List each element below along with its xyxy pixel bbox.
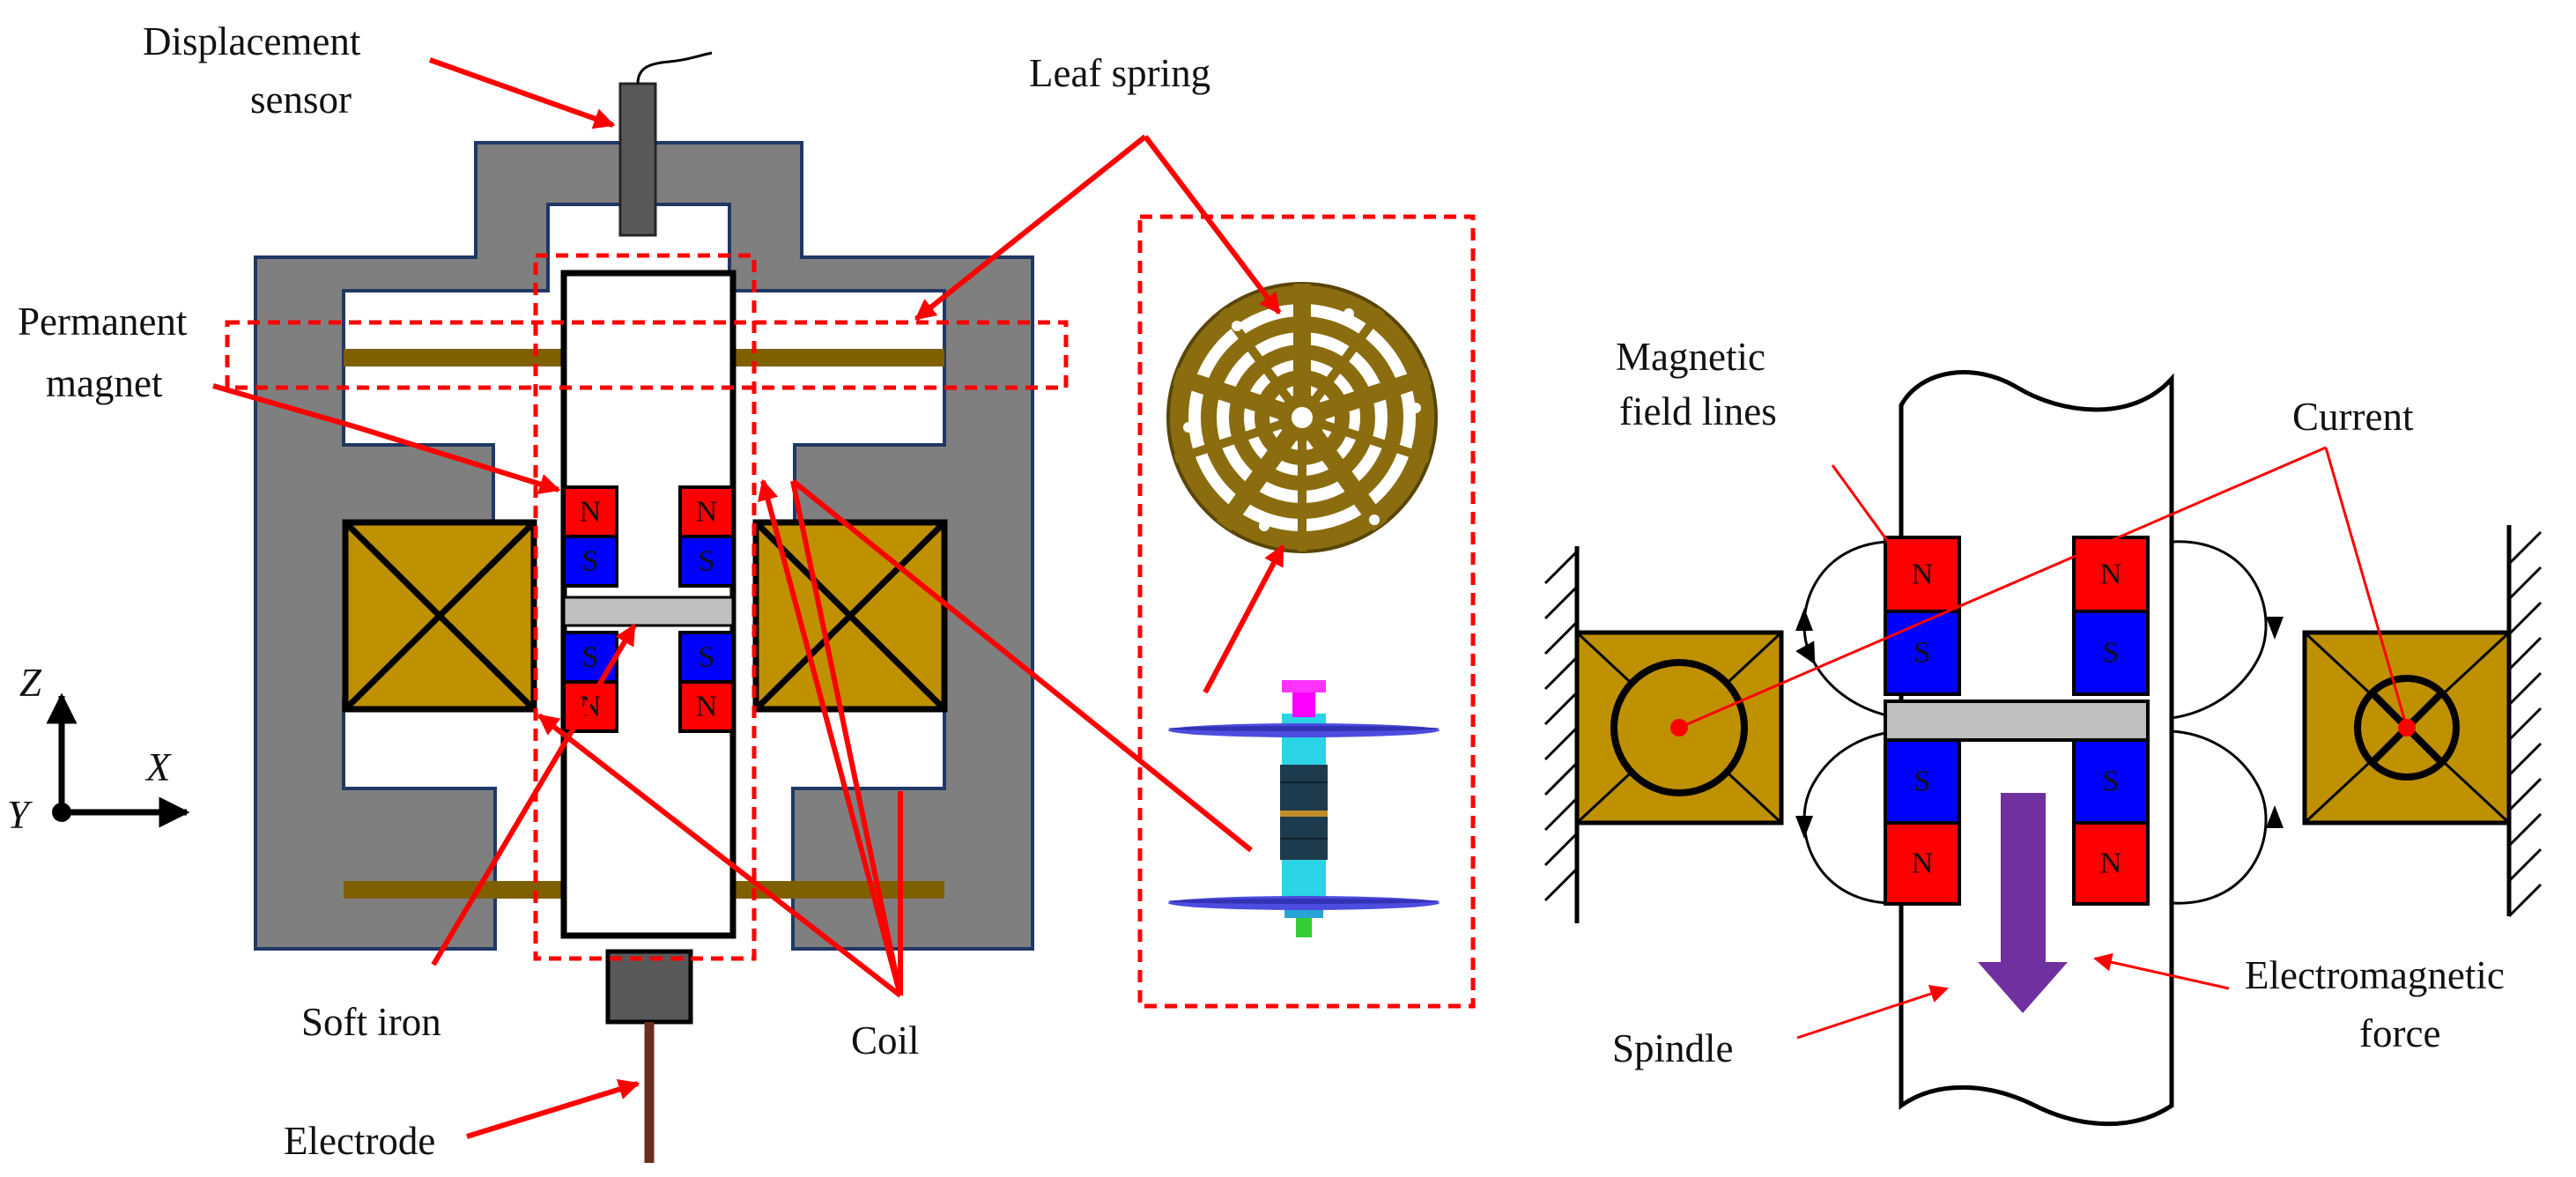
displacement-sensor-label: Displacement [143, 19, 361, 63]
right-wall [2506, 525, 2543, 918]
svg-text:S: S [1914, 637, 1931, 670]
left-upper-magnet: N S [562, 485, 618, 588]
electrode-holder [605, 949, 693, 1025]
leaf-spring-disc [1166, 282, 1438, 553]
svg-text:N: N [2100, 559, 2122, 591]
y-axis-dot [52, 803, 71, 822]
electrode-label: Electrode [284, 1119, 435, 1163]
magnetic-field-lines-label-line2: field lines [1619, 389, 1777, 433]
right-upper-magnet: N S [678, 485, 735, 588]
svg-text:S: S [699, 545, 715, 578]
labels: Displacement sensor Leaf spring Permanen… [7, 19, 2505, 1163]
svg-text:S: S [2103, 637, 2120, 670]
field-line-arrows [1795, 608, 2284, 839]
right-magnet-lower: S N [2072, 738, 2150, 906]
right-coil [752, 519, 948, 713]
displacement-sensor [618, 82, 657, 237]
svg-text:N: N [696, 691, 718, 723]
spindle-assembly-model [1168, 680, 1440, 937]
y-axis-label: Y [7, 793, 33, 837]
displacement-sensor-label-line2: sensor [250, 78, 352, 122]
soft-iron-label: Soft iron [301, 1000, 441, 1044]
left-magnet-upper: N S [1884, 536, 1961, 696]
right-lower-magnet: S N [678, 631, 735, 733]
left-lower-magnet: S N [562, 631, 618, 733]
svg-text:N: N [1912, 559, 1934, 591]
left-magnet-lower: S N [1884, 738, 1961, 906]
actuator-cross-section: N S N S S N S N [225, 51, 1069, 1163]
leaf-spring-label: Leaf spring [1029, 51, 1210, 95]
spindle-label: Spindle [1612, 1026, 1734, 1070]
coil-label: Coil [851, 1018, 920, 1062]
svg-text:N: N [1912, 848, 1934, 880]
x-axis-label: X [144, 745, 172, 789]
callout-lines [212, 57, 2409, 1139]
svg-text:N: N [2100, 848, 2122, 880]
magnetic-field-lines [1795, 540, 2268, 905]
sensor-cable [636, 51, 713, 85]
soft-iron-plate [562, 596, 735, 627]
right-magnet-upper: N S [2072, 536, 2150, 696]
magnetic-field-lines-label: Magnetic [1616, 335, 1765, 379]
svg-text:S: S [1914, 766, 1931, 798]
detail-dashed-box [1137, 214, 1476, 1009]
magnetic-principle-diagram: N S N S S N S N [1543, 370, 2543, 1127]
svg-text:S: S [582, 545, 599, 578]
left-wall [1543, 546, 1580, 923]
electromagnetic-force-label-line2: force [2359, 1011, 2440, 1055]
svg-text:N: N [580, 496, 602, 529]
electromagnetic-force-arrow [1978, 793, 2068, 1013]
svg-text:S: S [582, 641, 599, 674]
coordinate-axes [46, 692, 190, 828]
z-axis-label: Z [19, 661, 42, 705]
soft-iron-bar [1884, 700, 2150, 742]
current-label: Current [2292, 395, 2414, 439]
permanent-magnet-label: Permanent [18, 300, 188, 344]
spindle-dashed-outline [533, 253, 757, 961]
spring-dashed-outline [225, 320, 1069, 390]
left-coil [342, 519, 537, 713]
svg-text:S: S [699, 641, 715, 674]
electromagnetic-force-label: Electromagnetic [2245, 953, 2505, 997]
svg-text:N: N [696, 496, 718, 529]
permanent-magnet-label-line2: magnet [46, 361, 163, 405]
svg-text:S: S [2103, 766, 2120, 798]
leaf-spring-detail [1137, 214, 1476, 1009]
